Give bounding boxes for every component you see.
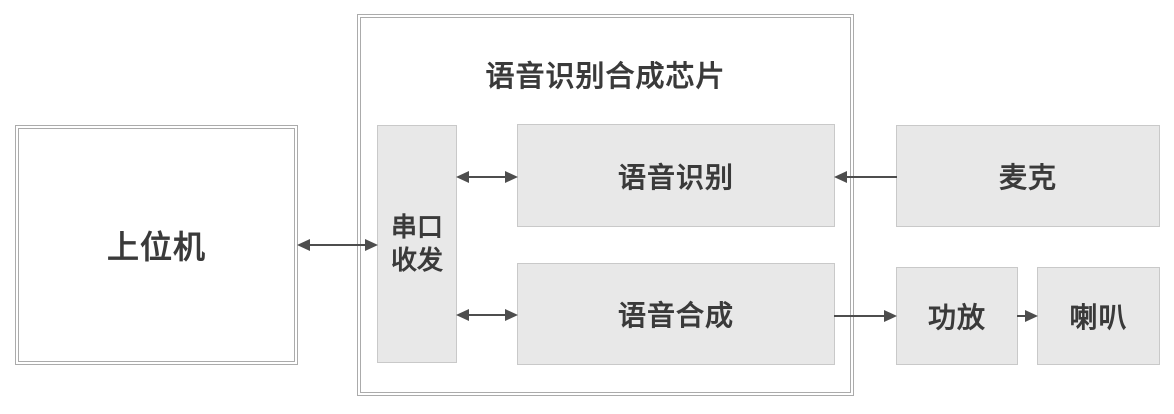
arrow-serial-synthesis-bidirectional-icon xyxy=(456,308,518,322)
arrow-shaft xyxy=(844,176,897,178)
amplifier-box: 功放 xyxy=(896,267,1018,365)
arrowhead-left-icon xyxy=(456,309,469,321)
serial-transceiver-label-line2: 收发 xyxy=(390,245,443,275)
arrowhead-right-icon xyxy=(505,309,518,321)
arrow-shaft xyxy=(307,244,368,246)
arrowhead-left-icon xyxy=(834,171,847,183)
voice-synthesis-label: 语音合成 xyxy=(617,300,734,331)
host-computer-box: 上位机 xyxy=(15,125,298,365)
speaker-box: 喇叭 xyxy=(1037,267,1160,365)
voice-recognition-label: 语音识别 xyxy=(617,161,734,193)
arrowhead-right-icon xyxy=(1025,310,1038,322)
arrowhead-left-icon xyxy=(297,239,310,251)
arrow-shaft xyxy=(466,176,508,178)
amplifier-label: 功放 xyxy=(927,302,986,333)
voice-recognition-box: 语音识别 xyxy=(517,124,835,227)
arrow-shaft xyxy=(1017,315,1028,317)
arrowhead-left-icon xyxy=(456,171,469,183)
arrow-shaft xyxy=(834,315,887,317)
serial-transceiver-label-line1: 串口 xyxy=(390,212,443,242)
speaker-label: 喇叭 xyxy=(1069,302,1128,333)
arrow-host-serial-bidirectional-icon xyxy=(297,238,378,252)
arrow-mic-to-recognition-icon xyxy=(834,170,897,184)
arrow-synthesis-to-amplifier-icon xyxy=(834,309,897,323)
chip-title: 语音识别合成芯片 xyxy=(485,61,726,93)
serial-transceiver-box: 串口 收发 xyxy=(377,125,457,363)
voice-synthesis-box: 语音合成 xyxy=(517,263,835,365)
arrowhead-right-icon xyxy=(505,171,518,183)
arrow-shaft xyxy=(466,314,508,316)
microphone-box: 麦克 xyxy=(896,125,1160,227)
host-computer-label: 上位机 xyxy=(106,229,206,265)
host-computer-inner-frame: 上位机 xyxy=(18,128,295,362)
arrow-serial-recognition-bidirectional-icon xyxy=(456,170,518,184)
arrow-amplifier-to-speaker-icon xyxy=(1017,309,1038,323)
microphone-label: 麦克 xyxy=(998,162,1057,193)
arrowhead-right-icon xyxy=(884,310,897,322)
arrowhead-right-icon xyxy=(365,239,378,251)
